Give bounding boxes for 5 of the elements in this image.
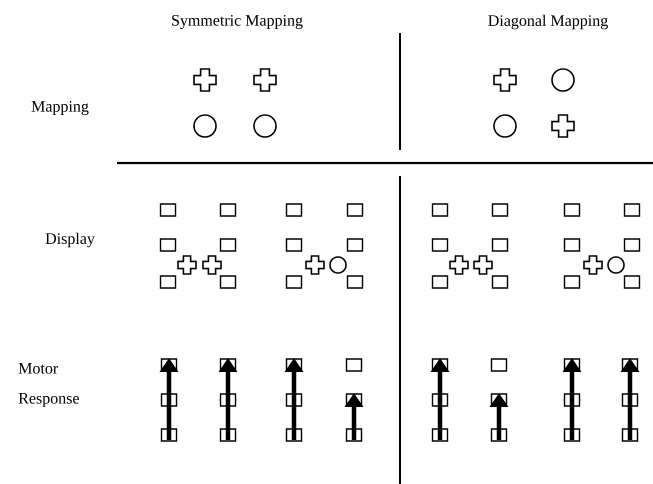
row-label: Display [46,232,95,248]
row-label: Mapping [32,100,89,116]
row-label: Symmetric Mapping [172,14,303,30]
row-label: Motor Response [18,363,79,407]
row-label: Diagonal Mapping [488,14,608,30]
